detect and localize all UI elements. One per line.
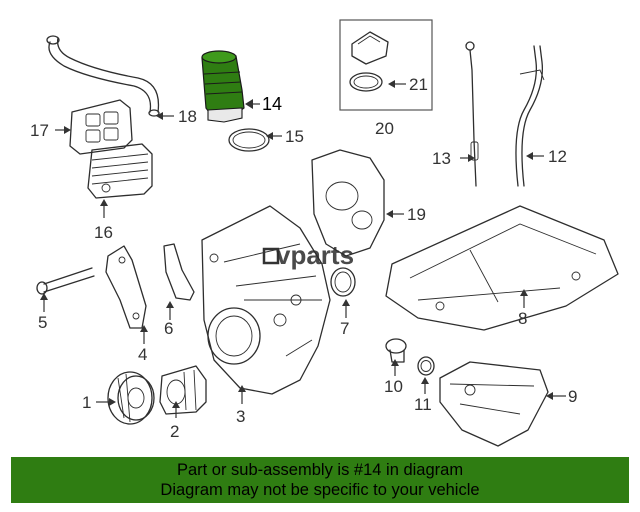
callout-17[interactable]: 17: [30, 121, 49, 140]
callout-8[interactable]: 8: [518, 309, 527, 328]
callout-12[interactable]: 12: [548, 147, 567, 166]
part-3-timing-cover[interactable]: [201, 205, 331, 395]
part-11-washer[interactable]: [417, 356, 435, 376]
part-7-seal[interactable]: [330, 267, 356, 297]
part-19-gasket[interactable]: [311, 149, 385, 257]
callout-16[interactable]: 16: [94, 223, 113, 242]
banner-line-2: Diagram may not be specific to your vehi…: [160, 481, 480, 499]
callout-13[interactable]: 13: [432, 149, 451, 168]
part-12-dipstick-tube[interactable]: [515, 45, 545, 187]
callout-21[interactable]: 21: [409, 75, 428, 94]
callout-19[interactable]: 19: [407, 205, 426, 224]
leader-lines: [40, 80, 566, 418]
callout-11[interactable]: 11: [414, 395, 432, 414]
callout-7[interactable]: 7: [340, 319, 349, 338]
part-6-gasket[interactable]: [163, 243, 195, 301]
part-10-drain-plug[interactable]: [385, 338, 407, 363]
callout-18[interactable]: 18: [178, 107, 197, 126]
part-2-spacer[interactable]: [159, 365, 207, 415]
watermark-logo: vparts: [262, 240, 354, 270]
callout-labels: 1 2 3 4 5 6 7 8 9 10 11 12 13 14 15 16 1…: [30, 75, 577, 441]
callout-4[interactable]: 4: [138, 345, 147, 364]
callout-14[interactable]: 14: [262, 94, 282, 114]
part-4-bracket[interactable]: [105, 245, 147, 329]
banner-line-1: Part or sub-assembly is #14 in diagram: [176, 461, 464, 479]
part-16-oil-cooler[interactable]: [87, 143, 153, 199]
info-banner: Part or sub-assembly is #14 in diagram D…: [11, 457, 629, 503]
callout-1[interactable]: 1: [82, 393, 91, 412]
part-8-oil-pan-upper[interactable]: [385, 205, 619, 331]
callout-10[interactable]: 10: [384, 377, 403, 396]
callout-15[interactable]: 15: [285, 127, 304, 146]
callout-2[interactable]: 2: [170, 422, 179, 441]
part-5-bolt[interactable]: [36, 267, 95, 295]
part-14-oil-filter-housing[interactable]: [201, 50, 245, 123]
part-9-oil-pan-lower[interactable]: [439, 361, 549, 447]
part-20-oil-filler-cap[interactable]: [339, 19, 433, 111]
watermark-text: vparts: [276, 240, 354, 270]
callout-20[interactable]: 20: [375, 119, 394, 138]
part-18-hose[interactable]: [46, 35, 160, 117]
callout-9[interactable]: 9: [568, 387, 577, 406]
part-17-gasket[interactable]: [69, 99, 133, 155]
callout-6[interactable]: 6: [164, 319, 173, 338]
part-15-o-ring[interactable]: [228, 128, 270, 152]
part-1-pulley[interactable]: [107, 371, 155, 425]
callout-5[interactable]: 5: [38, 313, 47, 332]
parts-diagram: 1 2 3 4 5 6 7 8 9 10 11 12 13 14 15 16 1…: [30, 19, 619, 447]
callout-3[interactable]: 3: [236, 407, 245, 426]
part-13-dipstick[interactable]: [465, 41, 479, 187]
